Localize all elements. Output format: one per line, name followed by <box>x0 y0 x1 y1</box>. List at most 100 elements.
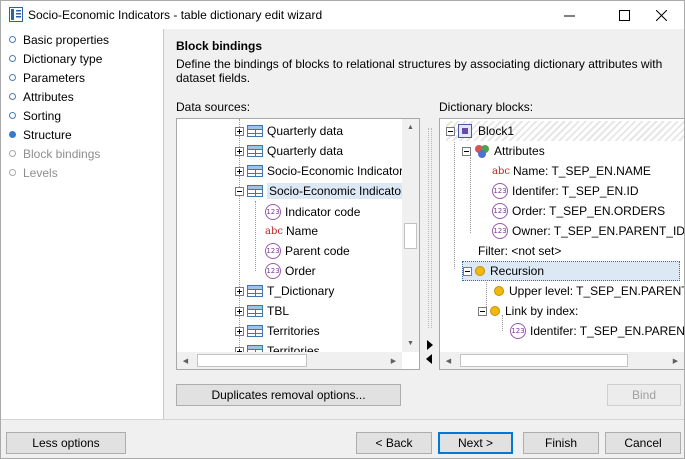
collapse-icon[interactable] <box>235 186 244 196</box>
nav-step-label: Levels <box>23 165 58 180</box>
tree-node-label: TBL <box>267 304 290 318</box>
nav-step-levels: Levels <box>9 163 58 182</box>
tree-node-table[interactable]: TBL <box>235 301 289 321</box>
panel-splitter[interactable] <box>424 118 436 370</box>
data-sources-vscrollbar[interactable]: ▲ ▼ <box>402 119 419 352</box>
table-icon <box>247 125 263 137</box>
link-by-index-node[interactable]: Link by index: <box>478 301 578 321</box>
tree-node-label: Upper level: T_SEP_EN.PARENT_ID <box>509 284 684 298</box>
table-icon <box>247 305 263 317</box>
dictionary-blocks-hscrollbar[interactable]: ◀ ▶ <box>440 352 684 369</box>
nav-step-parameters[interactable]: Parameters <box>9 68 85 87</box>
number-field-icon: 123 <box>492 223 508 239</box>
expand-icon[interactable] <box>235 126 244 136</box>
table-icon <box>247 145 263 157</box>
nav-step-basic-properties[interactable]: Basic properties <box>9 30 109 49</box>
data-sources-tree[interactable]: Quarterly data Quarterly data Socio-Econ… <box>176 118 420 370</box>
collapse-icon[interactable] <box>463 266 472 276</box>
tree-node-table[interactable]: Territories <box>235 321 320 341</box>
less-options-button[interactable]: Less options <box>6 432 126 454</box>
scroll-down-icon[interactable]: ▼ <box>407 340 414 347</box>
attributes-node[interactable]: Attributes <box>462 141 545 161</box>
tree-node-table[interactable]: Quarterly data <box>235 141 343 161</box>
expand-icon[interactable] <box>235 306 244 316</box>
move-right-arrow-icon[interactable] <box>427 340 433 350</box>
nav-step-label: Attributes <box>23 89 74 104</box>
scroll-thumb[interactable] <box>197 354 307 367</box>
scroll-right-icon[interactable]: ▶ <box>672 357 679 365</box>
text-field-icon: abc <box>265 225 283 237</box>
collapse-icon[interactable] <box>446 126 455 136</box>
collapse-icon[interactable] <box>478 306 487 316</box>
page-description: Define the bindings of blocks to relatio… <box>176 57 663 85</box>
tree-node-table-expanded[interactable]: Socio-Economic Indicators <box>235 181 414 201</box>
scroll-left-icon[interactable]: ◀ <box>445 357 452 365</box>
close-icon <box>655 9 667 21</box>
nav-step-structure[interactable]: Structure <box>9 125 72 144</box>
expand-icon[interactable] <box>235 286 244 296</box>
minimize-button[interactable] <box>546 1 592 29</box>
nav-step-label: Structure <box>23 127 72 142</box>
table-icon <box>247 325 263 337</box>
scroll-up-icon[interactable]: ▲ <box>407 124 414 131</box>
nav-step-label: Block bindings <box>23 146 101 161</box>
tree-node-label: Socio-Economic Indicators <box>267 183 414 199</box>
tree-node-field[interactable]: 123 Order <box>265 261 316 281</box>
tree-node-label: T_Dictionary <box>267 284 335 298</box>
scroll-right-icon[interactable]: ▶ <box>390 357 397 365</box>
nav-step-attributes[interactable]: Attributes <box>9 87 74 106</box>
next-button[interactable]: Next > <box>438 432 513 454</box>
tree-node-label: Quarterly data <box>267 124 344 138</box>
number-field-icon: 123 <box>492 183 508 199</box>
expand-icon[interactable] <box>235 166 244 176</box>
number-field-icon: 123 <box>265 263 281 279</box>
finish-button[interactable]: Finish <box>523 432 599 454</box>
nav-step-sorting[interactable]: Sorting <box>9 106 61 125</box>
recursion-node[interactable]: Recursion <box>462 261 680 281</box>
step-dot-icon <box>9 112 16 119</box>
minimize-icon <box>563 15 575 16</box>
tree-node-label: Order <box>285 264 316 278</box>
tree-node-label: Name <box>286 224 319 238</box>
tree-node-table[interactable]: T_Dictionary <box>235 281 334 301</box>
tree-node-table[interactable]: Socio-Economic Indicators <box>235 161 409 181</box>
number-field-icon: 123 <box>492 203 508 219</box>
step-dot-icon <box>9 93 16 100</box>
scroll-thumb[interactable] <box>460 354 628 367</box>
table-icon <box>247 285 263 297</box>
expand-icon[interactable] <box>235 326 244 336</box>
filter-node[interactable]: Filter: <not set> <box>478 241 561 261</box>
tree-node-label: Identifer: T_SEP_EN.PARENT_ID <box>530 324 685 338</box>
scroll-thumb[interactable] <box>404 223 417 249</box>
tree-node-label: Order: T_SEP_EN.ORDERS <box>512 204 666 218</box>
back-button[interactable]: < Back <box>356 432 432 454</box>
tree-node-label: Name: T_SEP_EN.NAME <box>513 164 651 178</box>
upper-level-node[interactable]: Upper level: T_SEP_EN.PARENT_ID <box>494 281 684 301</box>
duplicates-removal-button[interactable]: Duplicates removal options... <box>176 384 401 406</box>
cancel-button[interactable]: Cancel <box>605 432 681 454</box>
collapse-icon[interactable] <box>462 146 471 156</box>
nav-step-dictionary-type[interactable]: Dictionary type <box>9 49 102 68</box>
block-node[interactable]: Block1 <box>446 121 684 141</box>
table-icon <box>247 165 263 177</box>
bind-button: Bind <box>607 384 681 406</box>
expand-icon[interactable] <box>235 146 244 156</box>
nav-step-block-bindings: Block bindings <box>9 144 100 163</box>
scroll-left-icon[interactable]: ◀ <box>182 357 189 365</box>
close-button[interactable] <box>638 1 684 29</box>
move-left-arrow-icon[interactable] <box>426 354 432 364</box>
data-sources-hscrollbar[interactable]: ◀ ▶ <box>177 352 402 369</box>
maximize-button[interactable] <box>601 1 647 29</box>
tree-node-label: Parent code <box>285 244 350 258</box>
attribute-item[interactable]: 123 Order: T_SEP_EN.ORDERS <box>492 201 665 221</box>
tree-node-table[interactable]: Quarterly data <box>235 121 343 141</box>
tree-node-label: Territories <box>267 324 320 338</box>
